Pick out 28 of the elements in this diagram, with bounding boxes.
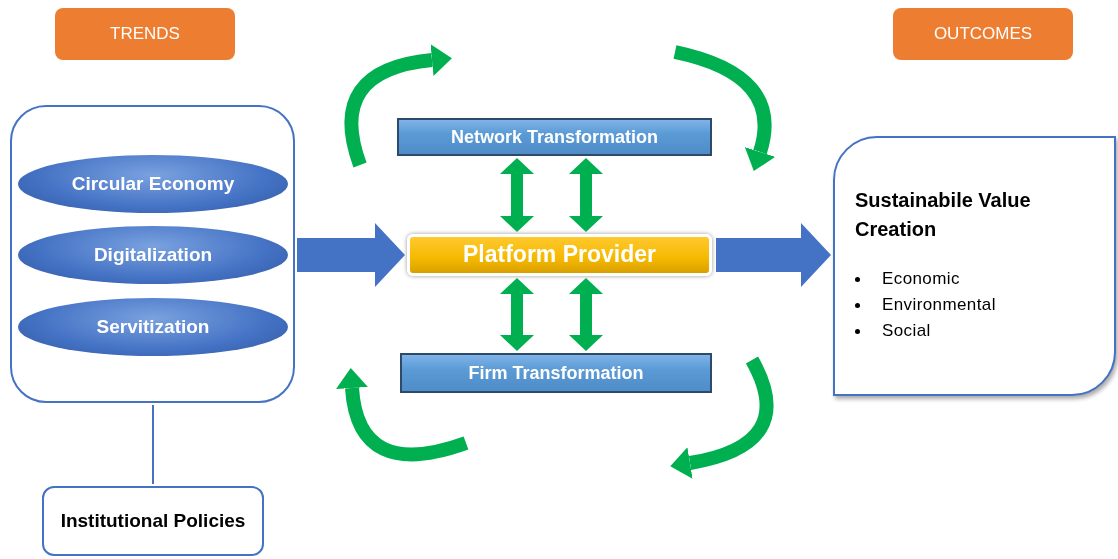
double-arrow — [569, 278, 603, 351]
transformation-bar — [400, 353, 712, 393]
transformation-bar — [397, 118, 712, 156]
header-label: TRENDS — [109, 22, 181, 45]
policy-label: Institutional Policies — [59, 509, 247, 534]
header-label: OUTCOMES — [932, 22, 1034, 45]
trend-label: Servitization — [95, 315, 211, 340]
block-arrow — [716, 223, 831, 287]
header-tag — [55, 8, 235, 60]
outcome-item: Social — [882, 321, 931, 341]
connector-line — [152, 404, 154, 485]
outcome-item: Economic — [882, 269, 960, 289]
header-tag — [893, 8, 1073, 60]
block-arrow — [297, 223, 405, 287]
outcome-item: Environmental — [882, 295, 996, 315]
outcome-box — [833, 136, 1116, 396]
policy-box — [42, 486, 264, 556]
transformation-label: Firm Transformation — [467, 361, 645, 385]
double-arrow — [500, 278, 534, 351]
outcome-heading: Sustainabile Value Creation — [855, 188, 1032, 242]
trend-label: Digitalization — [92, 243, 214, 268]
trends-panel — [10, 105, 295, 403]
double-arrow — [500, 158, 534, 232]
trend-label: Circular Economy — [70, 172, 236, 197]
platform-box — [407, 234, 712, 276]
platform-label: Platform Provider — [462, 240, 657, 270]
transformation-label: Network Transformation — [449, 125, 659, 149]
double-arrow — [569, 158, 603, 232]
